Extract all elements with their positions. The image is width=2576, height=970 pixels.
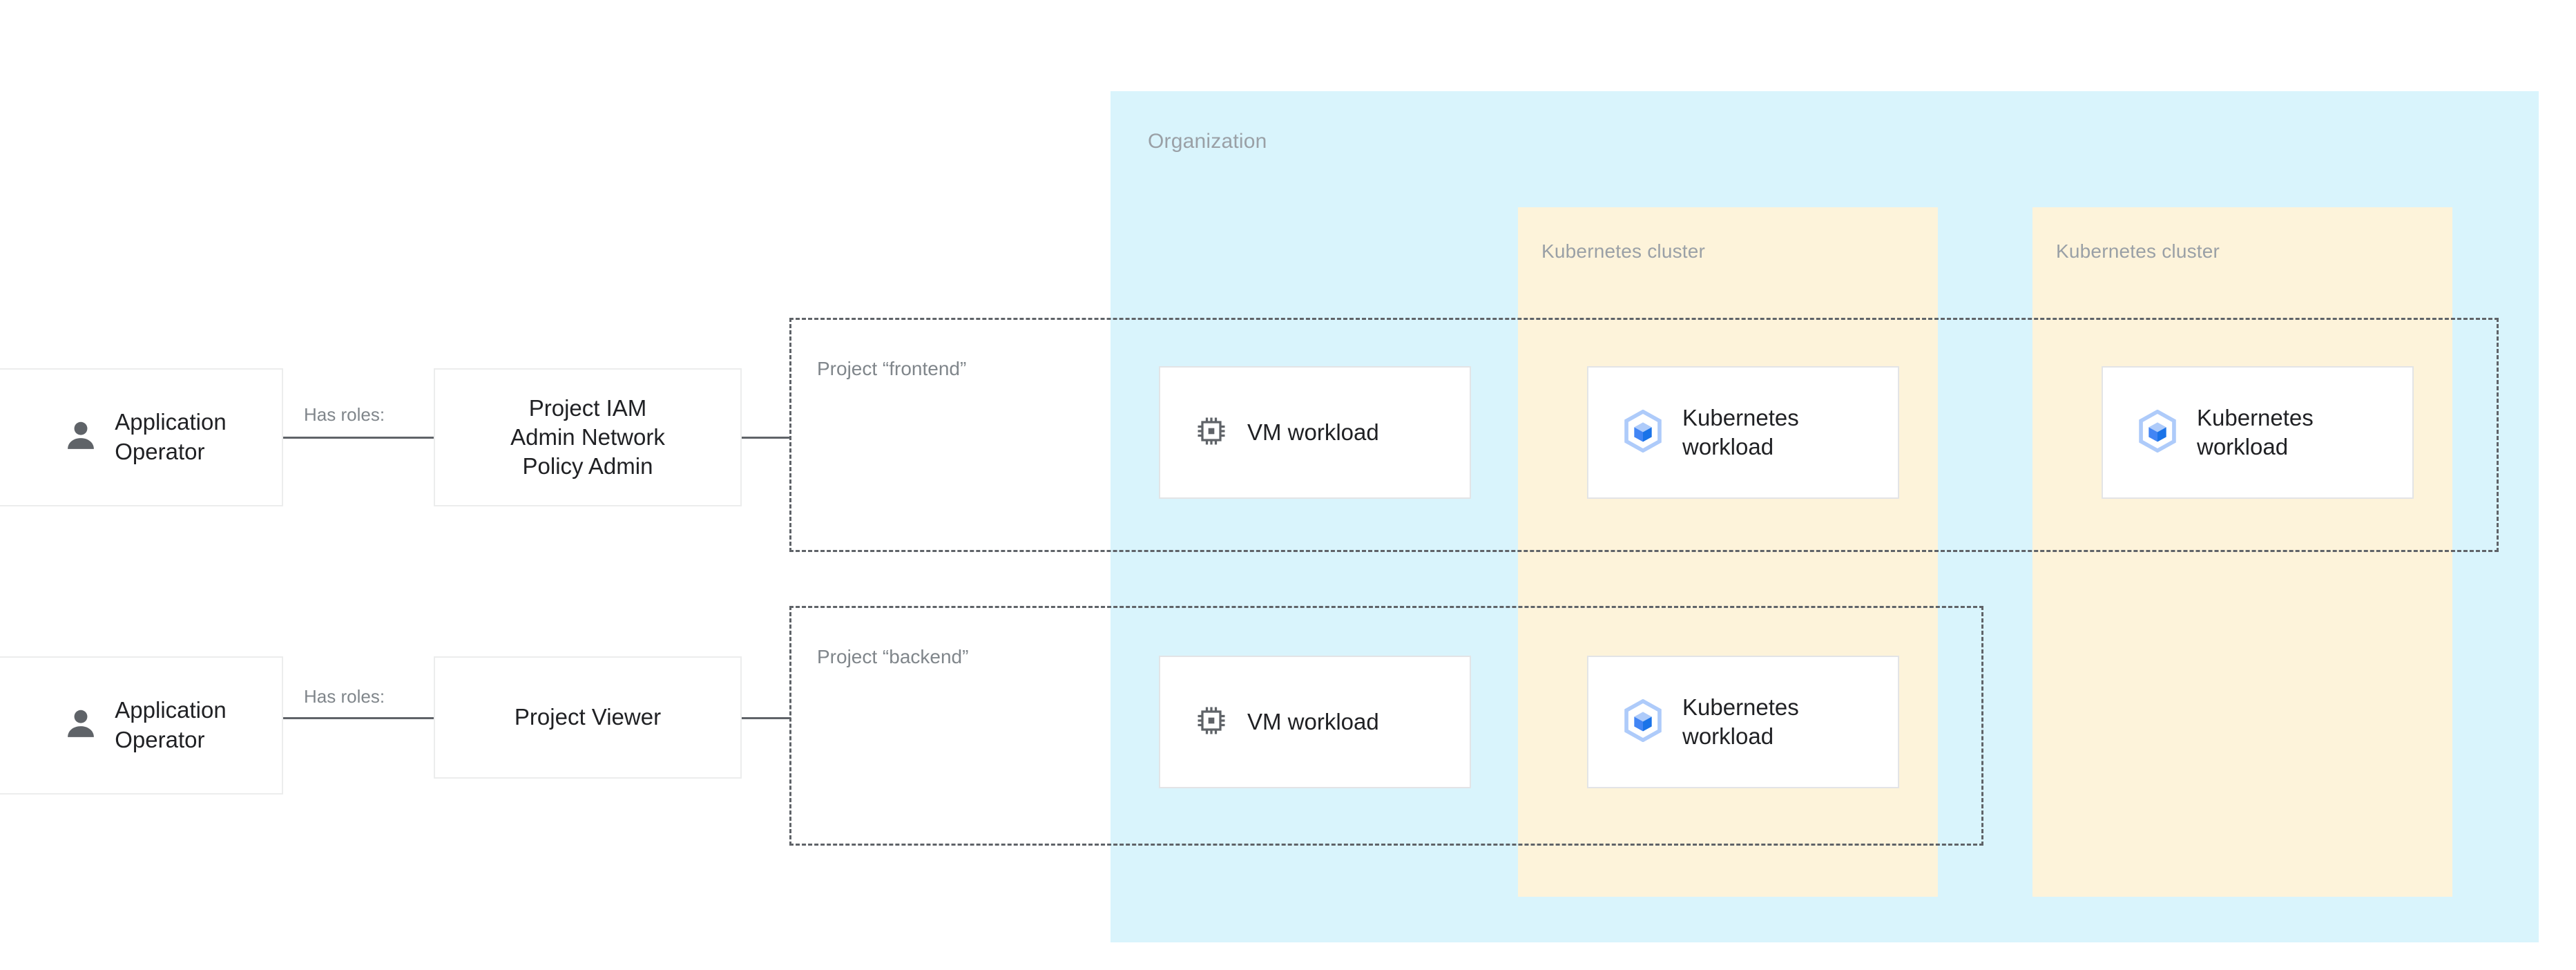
cpu-chip-icon <box>1193 703 1229 742</box>
kubernetes-cube-icon <box>2136 409 2179 456</box>
kubernetes-cluster-2-label: Kubernetes cluster <box>2056 240 2220 262</box>
role-label: Project Viewer <box>514 704 662 730</box>
project-backend-label: Project “backend” <box>817 646 969 667</box>
has-roles-label-1: Has roles: <box>304 404 385 425</box>
connector-role-to-project-frontend <box>740 437 791 439</box>
project-frontend-label: Project “frontend” <box>817 358 967 379</box>
workload-label: Kubernetes workload <box>1682 694 1799 749</box>
actor-label: Application Operator <box>115 697 227 752</box>
connector-actor-to-role-1 <box>283 437 435 439</box>
has-roles-label-2: Has roles: <box>304 686 385 707</box>
connector-role-to-project-backend <box>740 717 791 719</box>
actor-label: Application Operator <box>115 409 227 464</box>
kubernetes-cube-icon <box>1622 698 1664 745</box>
role-label: Project IAM Admin Network Policy Admin <box>510 394 665 479</box>
workload-label: VM workload <box>1247 708 1379 734</box>
actor-application-operator-2: Application Operator <box>0 656 283 795</box>
kubernetes-cluster-2 <box>2032 207 2452 897</box>
kubernetes-cluster-1-label: Kubernetes cluster <box>1541 240 1706 262</box>
connector-actor-to-role-2 <box>283 717 435 719</box>
person-icon <box>62 705 99 746</box>
role-box-project-viewer: Project Viewer <box>434 656 742 779</box>
vm-workload-card-backend: VM workload <box>1159 656 1471 788</box>
project-frontend-boundary <box>789 318 2499 552</box>
cpu-chip-icon <box>1193 413 1229 453</box>
kubernetes-workload-card-frontend-2: Kubernetes workload <box>2102 366 2414 499</box>
kubernetes-workload-card-backend: Kubernetes workload <box>1587 656 1899 788</box>
organization-label: Organization <box>1148 130 1267 153</box>
workload-label: VM workload <box>1247 419 1379 445</box>
person-icon <box>62 417 99 458</box>
project-backend-boundary <box>789 606 1983 846</box>
role-box-project-iam-admin: Project IAM Admin Network Policy Admin <box>434 368 742 506</box>
kubernetes-workload-card-frontend-1: Kubernetes workload <box>1587 366 1899 499</box>
kubernetes-cube-icon <box>1622 409 1664 456</box>
actor-application-operator-1: Application Operator <box>0 368 283 506</box>
workload-label: Kubernetes workload <box>2197 404 2314 459</box>
vm-workload-card-frontend: VM workload <box>1159 366 1471 499</box>
workload-label: Kubernetes workload <box>1682 404 1799 459</box>
